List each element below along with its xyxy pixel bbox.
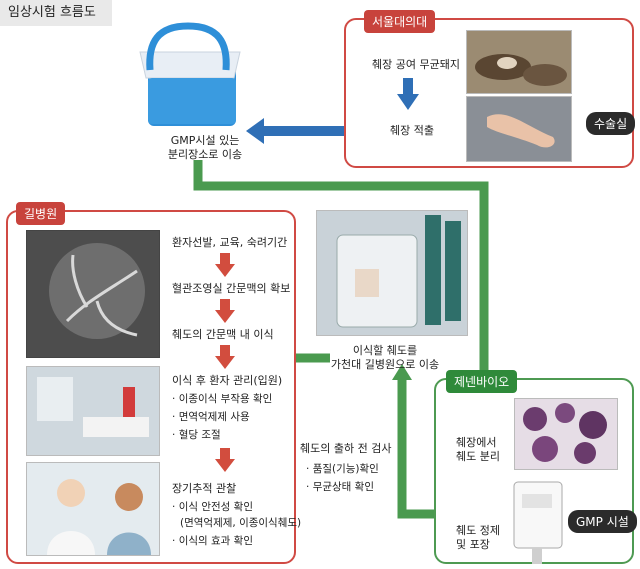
genenbio-step1b: 췌도 분리: [456, 450, 500, 463]
gil-step5-item-2: (면역억제제, 이종이식췌도): [180, 517, 302, 529]
gil-step5: 장기추적 관찰: [172, 482, 237, 495]
gil-arrow-2: [215, 299, 235, 323]
gil-arrow-4: [215, 448, 235, 472]
pancreas-photo: [466, 96, 572, 162]
gil-step4: 이식 후 환자 관리(입원): [172, 374, 283, 387]
hospital-room-photo: [26, 366, 160, 456]
snu-step2: 췌장 적출: [390, 124, 434, 137]
pre-ship-item-1: · 품질(기능)확인: [306, 463, 379, 475]
gil-step3: 췌도의 간문맥 내 이식: [172, 328, 274, 341]
islet-microscopy-photo: [514, 398, 618, 470]
shipping-container-photo: [316, 210, 468, 336]
gil-step4-item-1: · 이종이식 부작용 확인: [172, 393, 273, 405]
snu-step1: 췌장 공여 무균돼지: [372, 58, 460, 71]
genenbio-step1a: 췌장에서: [456, 436, 497, 449]
genenbio-step2a: 췌도 정제: [456, 524, 500, 537]
snu-down-arrow: [397, 78, 419, 110]
pig-photo: [466, 30, 572, 94]
snu-tag: 서울대의대: [364, 10, 436, 33]
pre-ship-title: 췌도의 출하 전 검사: [300, 442, 392, 455]
gil-step2: 혈관조영실 간문맥의 확보: [172, 282, 291, 295]
gil-step4-item-2: · 면역억제제 사용: [172, 411, 250, 423]
angiography-photo: [26, 230, 160, 358]
gil-step5-item-3: · 이식의 효과 확인: [172, 535, 253, 547]
transport-to-gil-line2: 가천대 길병원으로 이송: [330, 358, 440, 371]
genenbio-step2b: 및 포장: [456, 538, 490, 551]
gil-tag: 길병원: [16, 202, 66, 225]
gil-step1: 환자선발, 교육, 숙려기간: [172, 236, 288, 249]
gil-arrow-3: [215, 345, 235, 369]
gil-step4-item-3: · 혈당 조절: [172, 429, 221, 441]
cooler-box-icon: [139, 22, 241, 126]
surgery-room-tag: 수술실: [586, 112, 636, 135]
iv-bag-icon: [513, 481, 563, 564]
gil-arrow-1: [215, 253, 235, 277]
gmp-facility-tag: GMP 시설: [568, 510, 637, 533]
page-title: 임상시험 흐름도: [0, 0, 112, 26]
pre-ship-item-2: · 무균상태 확인: [306, 481, 374, 493]
transport-to-gmp-line1: GMP시설 있는: [170, 134, 240, 147]
doctor-patient-photo: [26, 462, 160, 556]
gil-step5-item-1: · 이식 안전성 확인: [172, 501, 253, 513]
transport-arrow-blue: [246, 118, 344, 144]
genenbio-tag: 제넨바이오: [446, 370, 518, 393]
transport-to-gil-line1: 이식할 췌도를: [352, 344, 418, 357]
transport-to-gmp-line2: 분리장소로 이송: [167, 148, 243, 161]
